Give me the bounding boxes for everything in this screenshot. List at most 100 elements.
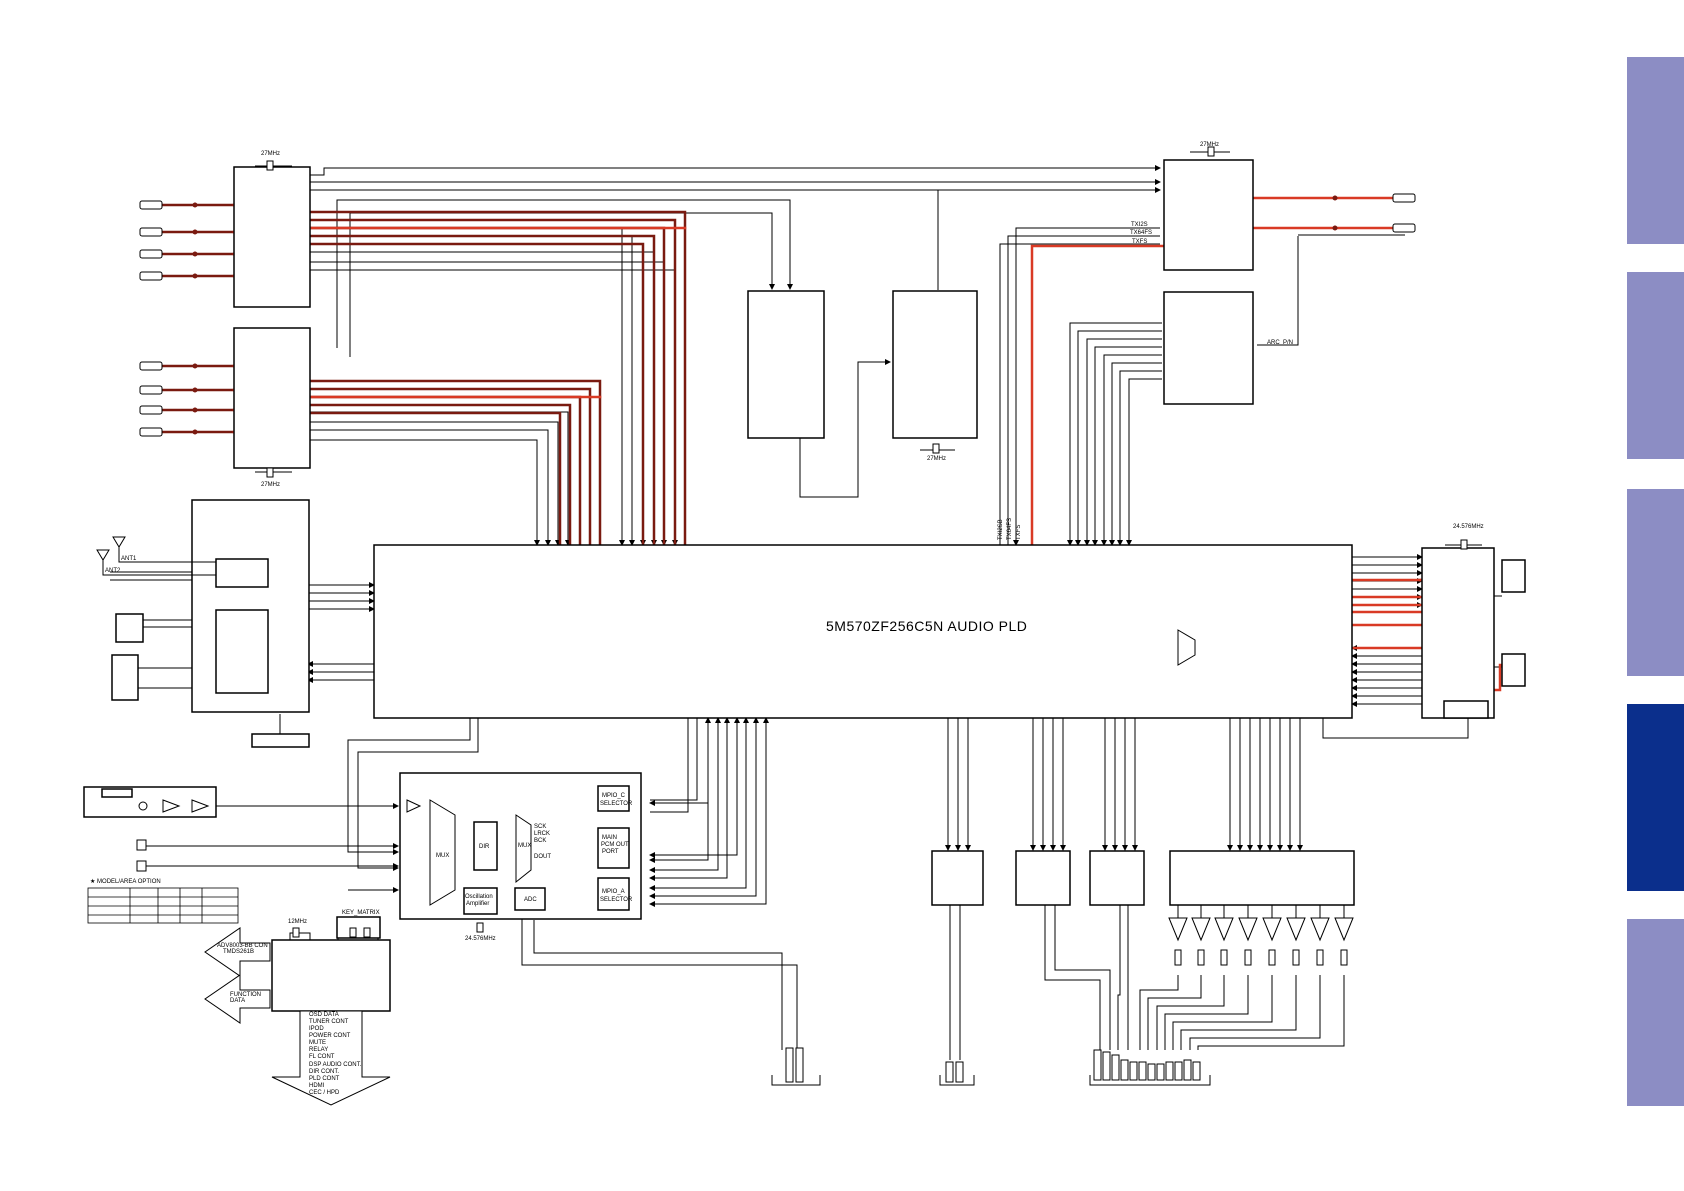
- dac-3: [1089, 850, 1145, 906]
- hdmi-input-connectors: [139, 193, 1416, 437]
- pcm-2: PORT: [602, 849, 619, 855]
- tuner-inner-2: [215, 609, 269, 694]
- sel-c: [597, 785, 630, 812]
- adc-box: [514, 887, 546, 911]
- audio-block-diagram: 5M570ZF256C5N AUDIO PLD 27MHz 27MHz 27MH…: [83, 142, 1526, 1106]
- index-tab-1[interactable]: [1627, 57, 1684, 244]
- antenna-symbols: [96, 536, 216, 576]
- phono-jack-symbol: [138, 801, 148, 811]
- dout-label: DOUT: [534, 854, 551, 860]
- coax-jack: [111, 654, 139, 701]
- xtal-label-dir: 24.576MHz: [465, 936, 496, 942]
- right-small-2: [1501, 653, 1526, 687]
- dsp-right-inner: [1443, 700, 1489, 719]
- function-data-0: FUNCTION: [230, 992, 261, 998]
- ctrl-2: IPOD: [309, 1026, 324, 1032]
- tx-signal-2: TXFS: [1132, 239, 1147, 245]
- hdmi-rx-block: [1163, 291, 1254, 405]
- opt-jack-2: [136, 860, 147, 872]
- index-tab-4-active[interactable]: [1627, 704, 1684, 891]
- xtal-label-right: 24.576MHz: [1453, 524, 1484, 530]
- mux2-out-0: SCK: [534, 824, 546, 830]
- key-matrix-label: KEY_MATRIX: [342, 910, 380, 916]
- index-tab-2[interactable]: [1627, 272, 1684, 459]
- microcomputer: [271, 939, 391, 1012]
- sel-c-0: MPIO_C: [602, 793, 626, 799]
- index-tab-5[interactable]: [1627, 919, 1684, 1106]
- dac-1: [931, 850, 984, 906]
- tx-vertical-2: TXFS: [1016, 525, 1022, 540]
- tx-signal-0: TXI2S: [1131, 222, 1148, 228]
- buffer-1: [406, 799, 422, 813]
- ctrl-3: POWER CONT: [309, 1033, 351, 1039]
- mux2-out-1: LRCK: [534, 831, 550, 837]
- sel-a: [597, 877, 630, 911]
- micro-out-0: ADV8003-BB CON: [217, 943, 268, 949]
- function-data-1: DATA: [230, 998, 245, 1004]
- amp-1: [162, 799, 181, 813]
- ctrl-1: TUNER CONT: [309, 1019, 349, 1025]
- antenna-1-label: ANT1: [121, 556, 137, 562]
- tuner-inner-1: [215, 558, 269, 588]
- osc-label-0: Oscillation: [465, 894, 493, 900]
- tx-vertical-1: TX64FS: [1007, 518, 1013, 540]
- pcm-1: PCM OUT: [601, 842, 629, 848]
- adc-label: ADC: [524, 897, 537, 903]
- mux1-label: MUX: [436, 853, 449, 859]
- xtal-label-mid: 27MHz: [927, 456, 946, 462]
- xtal-label-bottom-left: 27MHz: [261, 482, 280, 488]
- mux2-symbol: [515, 814, 532, 884]
- output-arrows: [204, 927, 391, 1106]
- tuner-bottom-box: [251, 733, 310, 748]
- hdmi-switch-lower: [233, 327, 311, 469]
- dac-2: [1015, 850, 1071, 906]
- component-blocks: [83, 159, 1526, 1012]
- dac-4: [1169, 850, 1355, 906]
- adv-arrow: [204, 927, 271, 977]
- model-option-label: ★ MODEL/AREA OPTION: [90, 878, 161, 885]
- xtal-label-micro: 12MHz: [288, 919, 307, 925]
- phono-label-box: [101, 788, 133, 798]
- ctrl-0: OSD DATA: [309, 1012, 339, 1018]
- model-option-table: [87, 887, 239, 924]
- index-tab-3[interactable]: [1627, 489, 1684, 676]
- ctrl-7: DSP AUDIO CONT.: [309, 1062, 362, 1068]
- small-box: [747, 290, 825, 439]
- sel-a-0: MPIO_A: [602, 889, 625, 895]
- ctrl-5: RELAY: [309, 1047, 328, 1053]
- mid-box: [892, 290, 978, 439]
- right-small-1: [1501, 559, 1526, 593]
- ctrl-10: HDMI: [309, 1083, 325, 1089]
- hdmi-tx-block: [1163, 159, 1254, 271]
- xtal-label-top-right: 27MHz: [1200, 142, 1219, 148]
- dsp-dir: [473, 821, 498, 871]
- osc-amp: [463, 887, 498, 915]
- bottom-connectors: [771, 1047, 1211, 1086]
- amp-2: [191, 799, 210, 813]
- ctrl-4: MUTE: [309, 1040, 326, 1046]
- arc-label: ARC_P/N: [1267, 340, 1293, 346]
- xtal-label-top-left: 27MHz: [261, 151, 280, 157]
- dsp-right-block: [1421, 547, 1495, 719]
- main-pcm: [597, 827, 630, 869]
- mux2-out-2: BCK: [534, 838, 546, 844]
- sel-c-1: SELECTOR: [600, 801, 633, 807]
- mux2-label: MUX: [518, 843, 531, 849]
- key-matrix-box: [336, 916, 381, 939]
- tx-vertical-0: TXI2SB: [998, 519, 1004, 540]
- mux1-symbol: [429, 799, 456, 906]
- ctrl-11: CEC / HPD: [309, 1090, 340, 1096]
- osc-label-1: Amplifier: [466, 901, 489, 907]
- tx-signal-1: TX64FS: [1130, 230, 1152, 236]
- crystal-symbols: [266, 146, 1468, 938]
- main-chip-label: 5M570ZF256C5N AUDIO PLD: [826, 618, 1027, 634]
- micro-out-1: TMDS261B: [223, 949, 254, 955]
- pld-mux-symbol: [1177, 629, 1196, 666]
- sel-a-1: SELECTOR: [600, 897, 633, 903]
- hdmi-switch-upper: [233, 166, 311, 308]
- antenna-2-label: ANT2: [105, 568, 121, 574]
- function-arrow: [204, 974, 271, 1024]
- main-pld: [373, 544, 1353, 719]
- control-arrow: [271, 1010, 391, 1106]
- opt-jack-1: [136, 839, 147, 851]
